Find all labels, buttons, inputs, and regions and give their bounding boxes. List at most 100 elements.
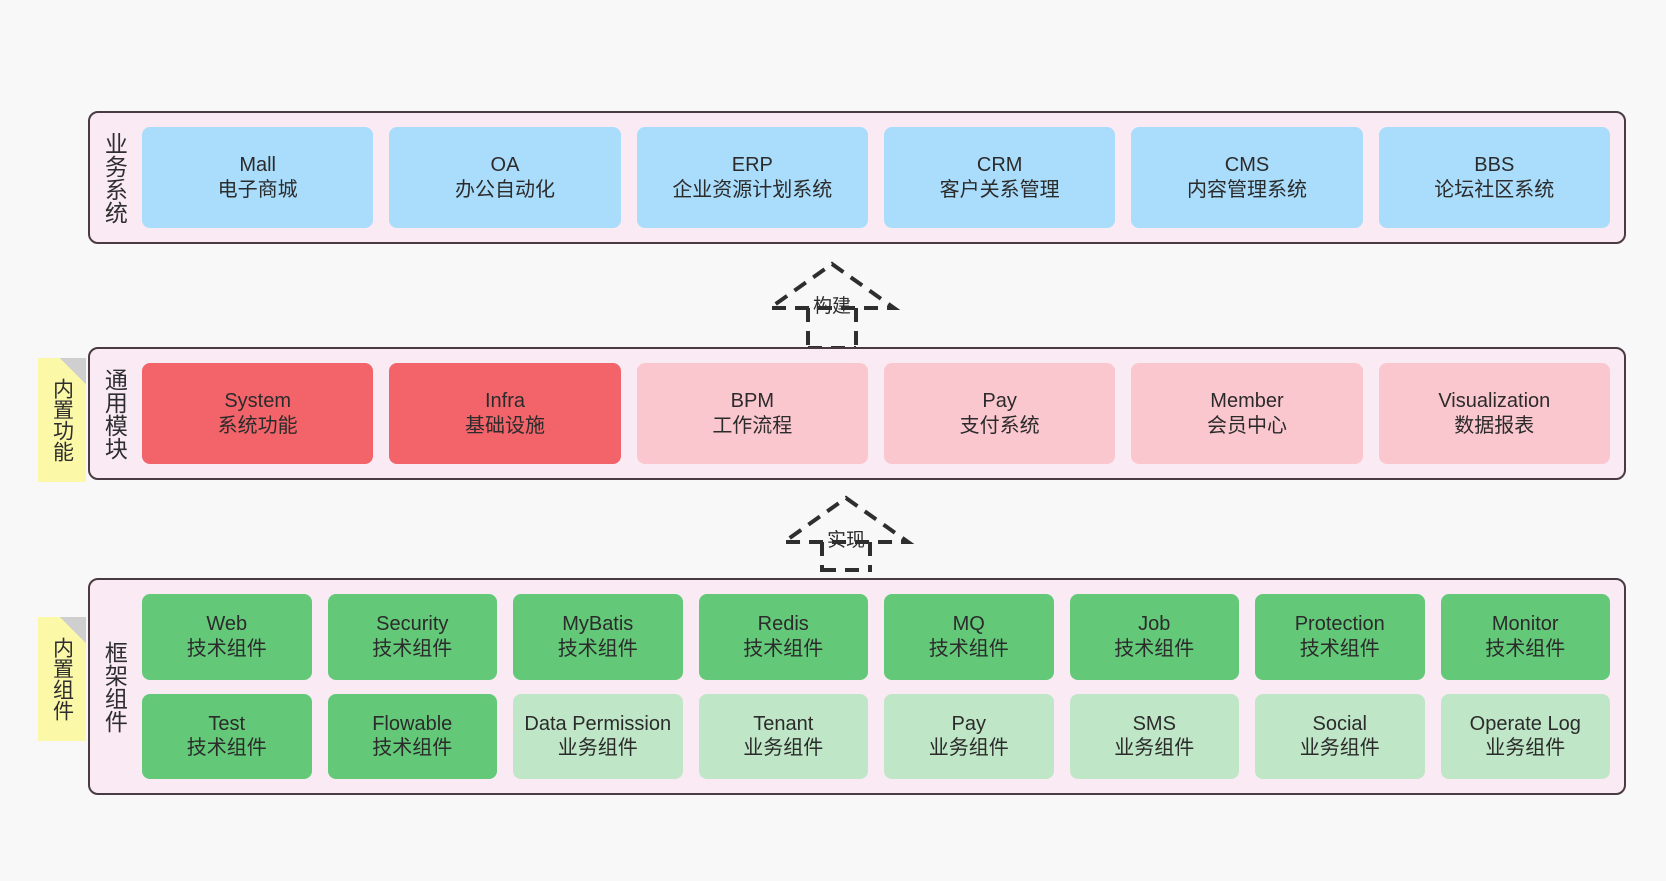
node-subtitle: 基础设施 — [464, 414, 545, 437]
node-flowable[interactable]: Flowable 技术组件 — [327, 693, 497, 779]
node-title: Redis — [757, 613, 809, 636]
node-title: Job — [1138, 613, 1171, 636]
node-monitor[interactable]: Monitor 技术组件 — [1440, 594, 1610, 680]
node-subtitle: 业务组件 — [1485, 737, 1566, 760]
node-operate-log[interactable]: Operate Log 业务组件 — [1440, 693, 1610, 779]
node-subtitle: 技术组件 — [1485, 637, 1566, 660]
node-mybatis[interactable]: MyBatis 技术组件 — [513, 594, 683, 680]
node-title: CRM — [976, 154, 1023, 177]
node-subtitle: 业务组件 — [928, 737, 1009, 760]
node-row: Test 技术组件 Flowable 技术组件 Data Permission … — [142, 693, 1610, 779]
node-title: Operate Log — [1469, 712, 1581, 735]
node-social[interactable]: Social 业务组件 — [1255, 693, 1425, 779]
sticky-note-builtin-feature: 内置功能 — [38, 358, 86, 482]
node-erp[interactable]: ERP 企业资源计划系统 — [636, 127, 868, 228]
sticky-fold-corner — [60, 358, 86, 384]
node-title: OA — [490, 154, 520, 177]
node-subtitle: 技术组件 — [743, 637, 824, 660]
node-subtitle: 技术组件 — [557, 637, 638, 660]
node-title: Pay — [951, 712, 986, 735]
node-subtitle: 业务组件 — [1114, 737, 1195, 760]
node-subtitle: 技术组件 — [372, 637, 453, 660]
node-subtitle: 客户关系管理 — [939, 178, 1060, 201]
node-title: Monitor — [1491, 613, 1559, 636]
node-sms[interactable]: SMS 业务组件 — [1069, 693, 1239, 779]
node-title: Flowable — [372, 712, 453, 735]
node-member[interactable]: Member 会员中心 — [1131, 363, 1363, 464]
layer-business-system: 业务系统 Mall 电子商城 OA 办公自动化 ERP 企业资源计划系统 CRM… — [88, 111, 1626, 244]
node-subtitle: 技术组件 — [186, 637, 267, 660]
sticky-fold-corner — [60, 617, 86, 643]
layer-body-framework-component: Web 技术组件 Security 技术组件 MyBatis 技术组件 Redi… — [138, 580, 1624, 793]
node-security[interactable]: Security 技术组件 — [327, 594, 497, 680]
node-title: Security — [376, 613, 449, 636]
node-title: Web — [206, 613, 248, 636]
node-title: MyBatis — [562, 613, 634, 636]
node-subtitle: 系统功能 — [217, 414, 298, 437]
node-pay-business[interactable]: Pay 业务组件 — [884, 693, 1054, 779]
node-title: Protection — [1294, 613, 1385, 636]
node-row: Mall 电子商城 OA 办公自动化 ERP 企业资源计划系统 CRM 客户关系… — [142, 127, 1610, 228]
node-subtitle: 技术组件 — [1114, 637, 1195, 660]
layer-title-business-system: 业务系统 — [101, 131, 128, 224]
node-tenant[interactable]: Tenant 业务组件 — [698, 693, 868, 779]
node-subtitle: 支付系统 — [959, 414, 1040, 437]
node-job[interactable]: Job 技术组件 — [1069, 594, 1239, 680]
layer-title-common-module: 通用模块 — [101, 367, 128, 460]
node-test[interactable]: Test 技术组件 — [142, 693, 312, 779]
node-subtitle: 技术组件 — [1299, 637, 1380, 660]
layer-body-business-system: Mall 电子商城 OA 办公自动化 ERP 企业资源计划系统 CRM 客户关系… — [138, 113, 1624, 242]
node-title: ERP — [731, 154, 773, 177]
node-subtitle: 数据报表 — [1454, 414, 1535, 437]
node-visualization[interactable]: Visualization 数据报表 — [1378, 363, 1610, 464]
node-infra[interactable]: Infra 基础设施 — [389, 363, 621, 464]
node-row: Web 技术组件 Security 技术组件 MyBatis 技术组件 Redi… — [142, 594, 1610, 680]
node-subtitle: 技术组件 — [372, 737, 453, 760]
node-crm[interactable]: CRM 客户关系管理 — [883, 127, 1116, 228]
node-mq[interactable]: MQ 技术组件 — [884, 594, 1054, 680]
node-data-permission[interactable]: Data Permission 业务组件 — [513, 693, 683, 779]
node-subtitle: 业务组件 — [1299, 737, 1380, 760]
node-title: Data Permission — [524, 712, 672, 735]
node-oa[interactable]: OA 办公自动化 — [389, 127, 621, 228]
node-subtitle: 工作流程 — [712, 414, 793, 437]
node-title: Tenant — [753, 712, 814, 735]
layer-title-framework-component: 框架组件 — [101, 640, 128, 733]
node-subtitle: 论坛社区系统 — [1434, 178, 1555, 201]
node-title: BPM — [730, 390, 774, 413]
node-title: Infra — [484, 390, 525, 413]
node-subtitle: 办公自动化 — [454, 178, 555, 201]
arrow-implement-label: 实现 — [827, 530, 866, 551]
node-subtitle: 业务组件 — [743, 737, 824, 760]
node-title: Visualization — [1438, 390, 1551, 413]
node-pay[interactable]: Pay 支付系统 — [883, 363, 1116, 464]
node-title: Pay — [982, 390, 1017, 413]
node-redis[interactable]: Redis 技术组件 — [698, 594, 868, 680]
node-title: SMS — [1132, 712, 1176, 735]
node-subtitle: 业务组件 — [557, 737, 638, 760]
node-title: Mall — [239, 154, 276, 177]
node-title: CMS — [1224, 154, 1270, 177]
node-subtitle: 技术组件 — [186, 737, 267, 760]
arrow-build-label: 构建 — [813, 296, 852, 317]
layer-framework-component: 框架组件 Web 技术组件 Security 技术组件 MyBatis 技术组件… — [88, 578, 1626, 795]
sticky-note-builtin-component: 内置组件 — [38, 617, 86, 741]
node-subtitle: 内容管理系统 — [1186, 178, 1307, 201]
node-subtitle: 技术组件 — [928, 637, 1009, 660]
node-system[interactable]: System 系统功能 — [142, 363, 374, 464]
layer-common-module: 通用模块 System 系统功能 Infra 基础设施 BPM 工作流程 Pay… — [88, 347, 1626, 480]
node-title: Social — [1312, 712, 1367, 735]
node-title: Test — [208, 712, 246, 735]
node-mall[interactable]: Mall 电子商城 — [142, 127, 374, 228]
node-bpm[interactable]: BPM 工作流程 — [636, 363, 868, 464]
node-row: System 系统功能 Infra 基础设施 BPM 工作流程 Pay 支付系统… — [142, 363, 1610, 464]
node-subtitle: 电子商城 — [217, 178, 298, 201]
node-web[interactable]: Web 技术组件 — [142, 594, 312, 680]
node-protection[interactable]: Protection 技术组件 — [1255, 594, 1425, 680]
node-title: MQ — [952, 613, 985, 636]
node-subtitle: 企业资源计划系统 — [672, 178, 833, 201]
node-bbs[interactable]: BBS 论坛社区系统 — [1378, 127, 1610, 228]
node-cms[interactable]: CMS 内容管理系统 — [1131, 127, 1363, 228]
sticky-note-label: 内置功能 — [50, 378, 74, 462]
